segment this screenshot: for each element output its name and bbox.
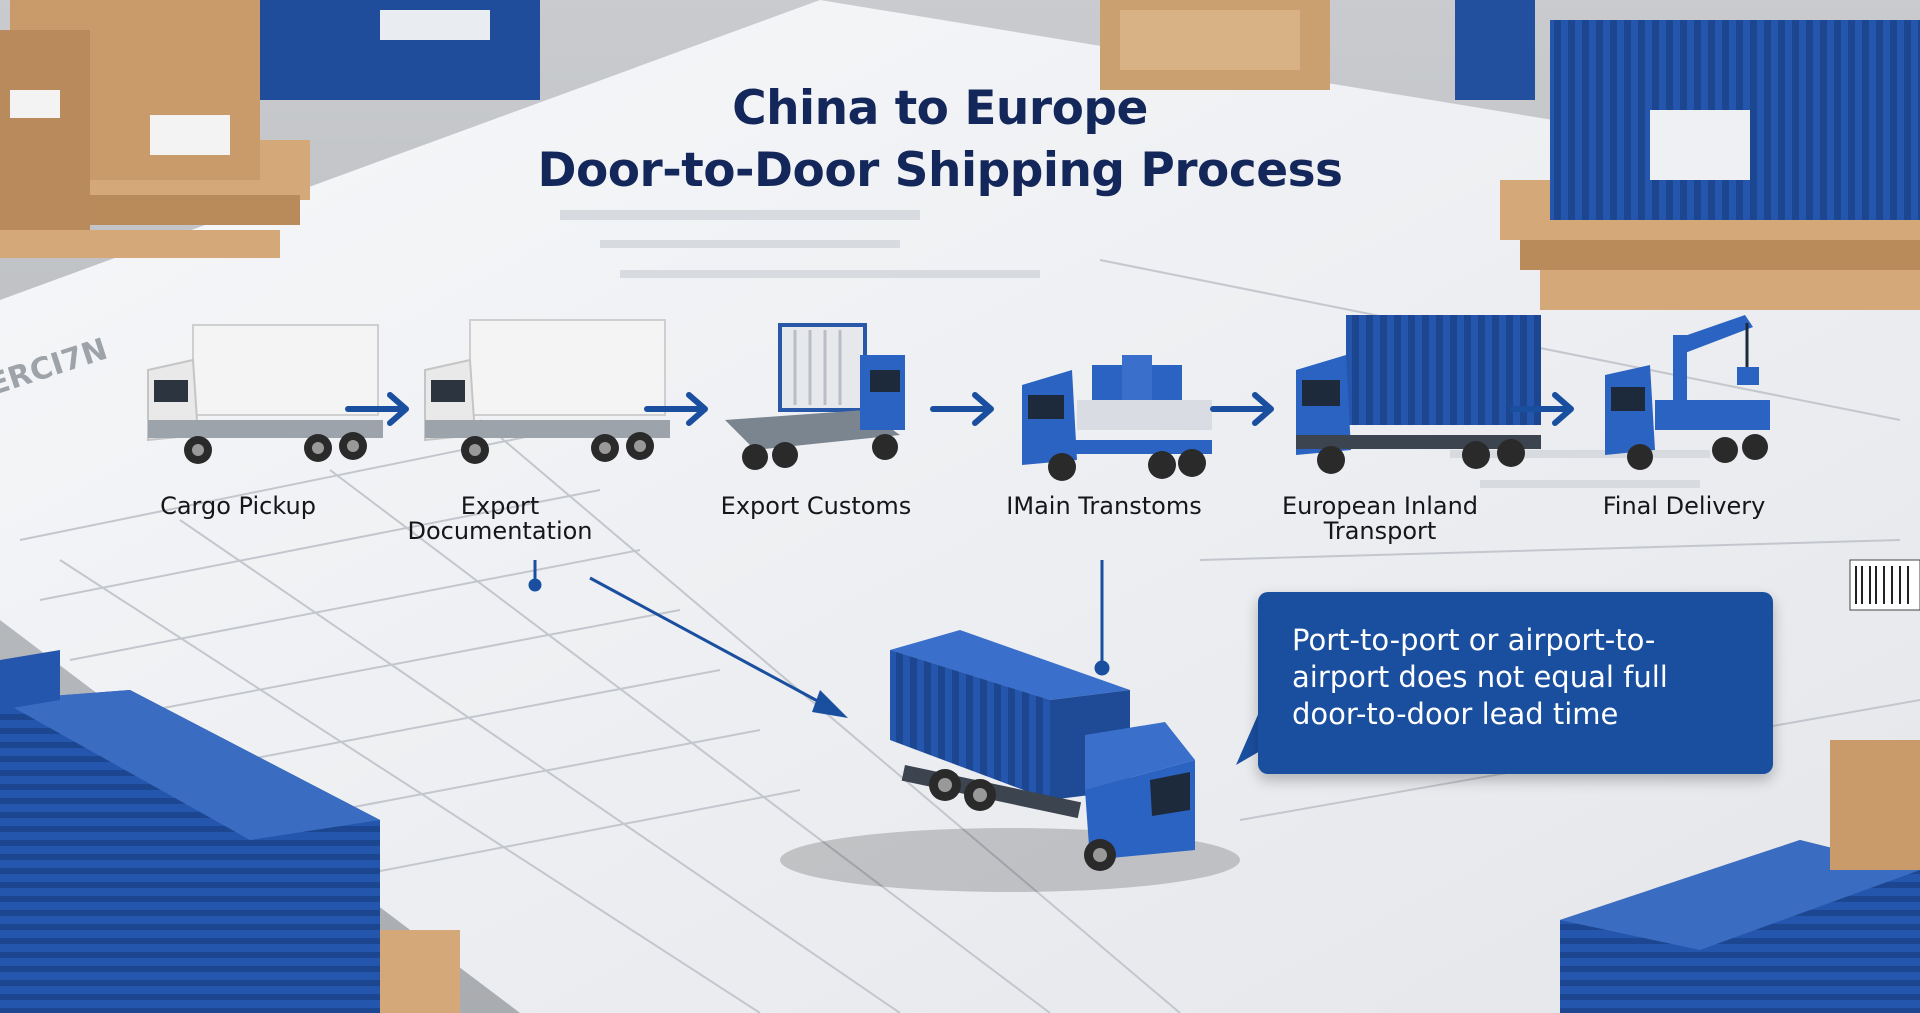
step-label-export-customs: Export Customs: [720, 492, 912, 520]
arrow-head: [812, 690, 848, 718]
step-label-main-transtoms: IMain Transtoms: [1006, 492, 1202, 520]
blue-crane-truck-icon: [1605, 315, 1770, 470]
container-stack-left: [0, 650, 460, 1013]
step-label-export-documentation: Export Documentation: [407, 492, 593, 545]
blue-container-truck-icon: [1296, 315, 1541, 474]
lead-time-callout: Port-to-port or airport-to-airport does …: [1258, 592, 1773, 774]
white-box-truck-icon: [147, 324, 383, 464]
connector-lines: [528, 560, 1110, 707]
featured-container-truck-icon: [780, 630, 1240, 892]
title-line-2: Door-to-Door Shipping Process: [537, 143, 1343, 198]
cardboard-boxes-pallet: [0, 0, 310, 258]
title-line-1: China to Europe: [732, 81, 1148, 136]
blue-container-pallet-right: [1455, 0, 1920, 310]
step-label-european-inland-transport: European Inland Transport: [1281, 492, 1479, 545]
step-label-final-delivery: Final Delivery: [1602, 492, 1766, 520]
blue-flatbed-truck-icon: [1022, 355, 1212, 481]
step-label-cargo-pickup: Cargo Pickup: [160, 492, 316, 520]
white-box-truck-icon: [424, 319, 670, 464]
callout-text: Port-to-port or airport-to-airport does …: [1292, 623, 1668, 731]
blue-container-truck-icon: [725, 323, 905, 470]
page-title: China to Europe Door-to-Door Shipping Pr…: [0, 78, 1880, 202]
step-arrows: [345, 392, 1574, 426]
